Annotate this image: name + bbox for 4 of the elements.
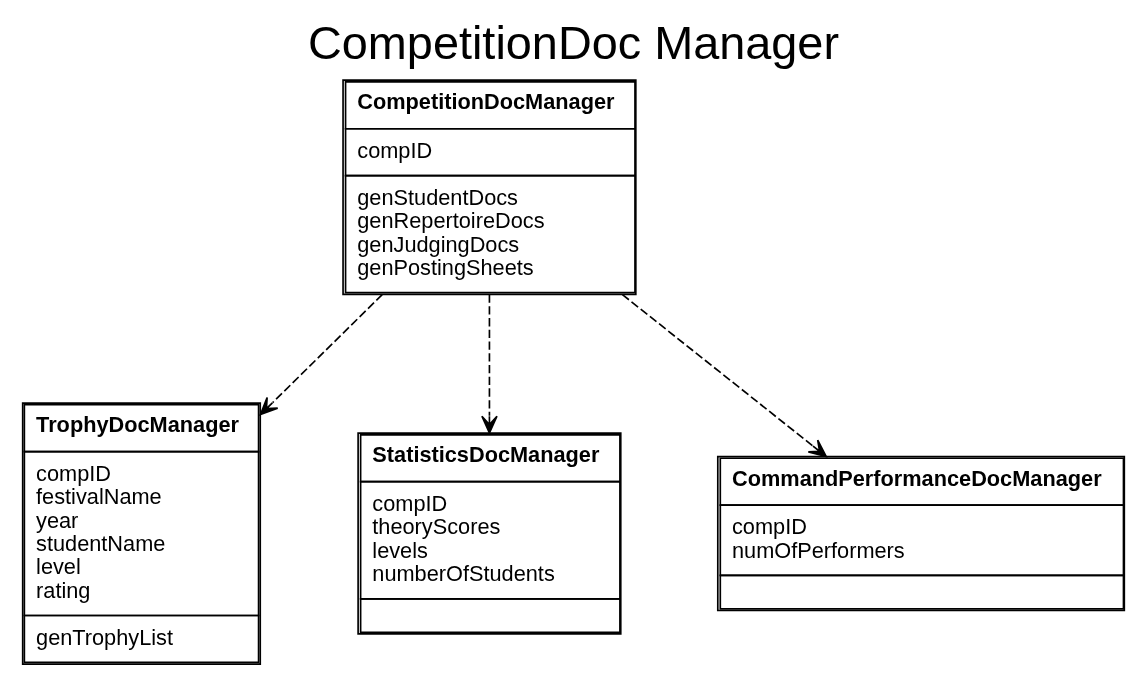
arrow	[259, 293, 383, 416]
arrow	[621, 293, 827, 458]
diagram-title: CompetitionDoc Manager	[307, 17, 839, 70]
arrow	[480, 293, 498, 434]
